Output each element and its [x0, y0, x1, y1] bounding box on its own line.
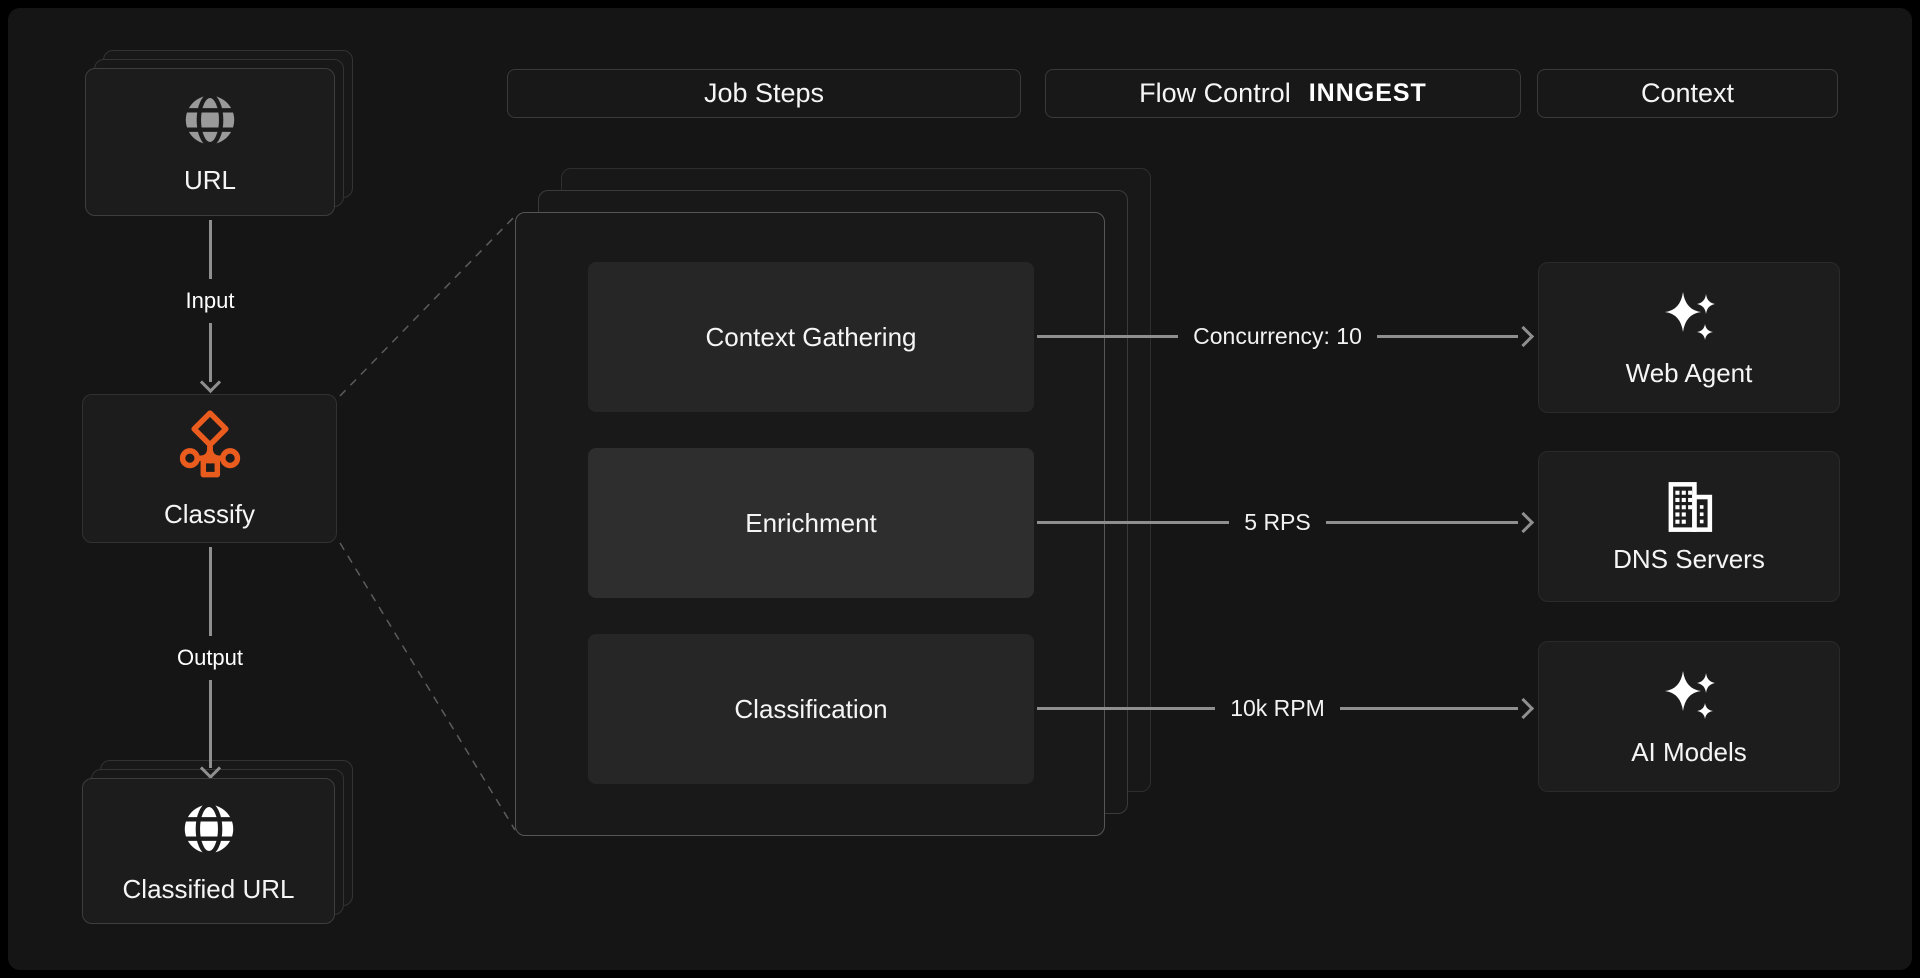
- edge-line: [1037, 334, 1179, 338]
- classify-card: Classify: [82, 394, 337, 543]
- arrow-down-icon: [199, 371, 221, 394]
- header-flow-control: Flow Control INNGEST: [1045, 69, 1521, 118]
- context-node-label: DNS Servers: [1613, 544, 1765, 574]
- arrow-right-icon: [1512, 325, 1535, 347]
- edge-line: [208, 547, 212, 636]
- edge-line: [1376, 334, 1518, 338]
- flow-control-label: Concurrency: 10: [1193, 322, 1362, 349]
- context-node-label: AI Models: [1631, 737, 1747, 767]
- job-steps-panel: Context Gathering Enrichment Classificat…: [515, 212, 1105, 836]
- globe-icon: [179, 89, 241, 151]
- context-node-label: Web Agent: [1625, 358, 1753, 388]
- classify-card-label: Classify: [163, 499, 255, 529]
- url-card: URL: [85, 68, 335, 216]
- job-step-label: Context Gathering: [705, 321, 917, 352]
- edge-line: [1325, 520, 1519, 524]
- arrow-down-icon: [199, 757, 221, 780]
- job-step-enrichment: Enrichment: [588, 448, 1034, 598]
- arrow-right-icon: [1512, 511, 1535, 533]
- output-edge: Output: [150, 547, 270, 780]
- header-job-steps-label: Job Steps: [703, 78, 825, 108]
- edge-line: [1037, 706, 1216, 710]
- header-flow-control-label: Flow Control: [1139, 78, 1291, 108]
- flow-control-label: 5 RPS: [1244, 508, 1311, 535]
- job-step-label: Classification: [734, 693, 888, 724]
- edge-line: [208, 220, 212, 279]
- edge-line: [208, 323, 212, 382]
- context-node-web-agent: Web Agent: [1538, 262, 1840, 413]
- globe-icon: [178, 798, 240, 860]
- classified-url-card-label: Classified URL: [122, 873, 295, 904]
- header-context: Context: [1537, 69, 1838, 118]
- buildings-icon: [1660, 478, 1718, 536]
- job-step-label: Enrichment: [745, 507, 877, 538]
- sparkles-icon: [1657, 665, 1721, 729]
- job-step-context-gathering: Context Gathering: [588, 262, 1034, 412]
- url-card-label: URL: [183, 164, 236, 195]
- classify-flow-icon: [171, 407, 249, 485]
- arrow-right-icon: [1512, 697, 1535, 719]
- sparkles-icon: [1657, 286, 1721, 350]
- context-node-ai-models: AI Models: [1538, 641, 1840, 792]
- header-context-label: Context: [1640, 78, 1735, 108]
- flow-control-edge-rpm: 10k RPM: [1037, 693, 1535, 723]
- edge-line: [1339, 706, 1518, 710]
- flow-control-edge-rps: 5 RPS: [1037, 507, 1535, 537]
- input-edge-label: Input: [185, 288, 235, 313]
- flow-control-label: 10k RPM: [1230, 694, 1325, 721]
- flow-control-edge-concurrency: Concurrency: 10: [1037, 321, 1535, 351]
- edge-line: [208, 679, 212, 768]
- context-node-dns-servers: DNS Servers: [1538, 451, 1840, 602]
- edge-line: [1037, 520, 1230, 524]
- output-edge-label: Output: [176, 644, 244, 670]
- inngest-logo: INNGEST: [1308, 79, 1427, 107]
- job-step-classification: Classification: [588, 634, 1034, 784]
- header-job-steps: Job Steps: [507, 69, 1021, 118]
- classified-url-card: Classified URL: [82, 778, 335, 924]
- input-edge: Input: [150, 220, 270, 394]
